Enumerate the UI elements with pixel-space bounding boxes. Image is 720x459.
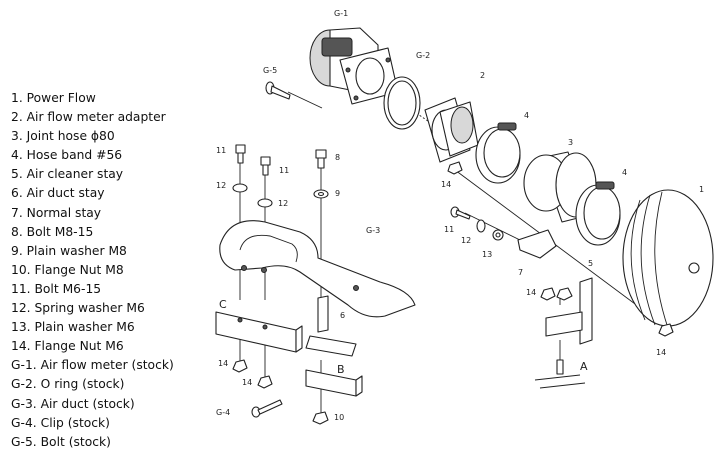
callout-11c: 11 — [444, 225, 454, 234]
callout-g5: G-5 — [263, 66, 277, 75]
spring-washer-right — [476, 219, 486, 233]
callout-8: 8 — [335, 153, 340, 162]
callout-14b: 14 — [526, 288, 536, 297]
callout-12a: 12 — [216, 181, 226, 190]
reference-b: B — [337, 363, 345, 376]
legend-item-air-duct-stock: G-3. Air duct (stock) — [11, 396, 135, 411]
callout-labels: G-1 G-2 G-3 G-4 G-5 1 2 3 4 4 5 6 7 8 9 … — [216, 9, 704, 422]
flange-nut-m8-part — [312, 411, 329, 425]
legend-item-spring-washer-m6: 12. Spring washer M6 — [11, 301, 145, 316]
legend-item-air-cleaner-stay: 5. Air cleaner stay — [11, 167, 124, 182]
callout-11a: 11 — [216, 146, 226, 155]
legend-item-bolt-stock: G-5. Bolt (stock) — [11, 434, 111, 449]
reference-a: A — [580, 360, 588, 373]
clip-part — [251, 399, 283, 418]
legend-item-air-flow-meter-adapter: 2. Air flow meter adapter — [11, 110, 166, 125]
legend-item-air-duct-stay: 6. Air duct stay — [11, 186, 105, 201]
flange-nut-bottom-left — [232, 359, 248, 373]
callout-5: 5 — [588, 259, 593, 268]
flange-nut-left-stay — [540, 287, 556, 301]
callout-g1: G-1 — [334, 9, 348, 18]
legend-item-clip-stock: G-4. Clip (stock) — [11, 415, 110, 430]
flange-nut-top — [447, 161, 463, 175]
legend-item-bolt-m6: 11. Bolt M6-15 — [11, 281, 102, 296]
bolt-at-a — [534, 359, 586, 389]
stock-bolt-part — [265, 81, 291, 100]
o-ring-part — [383, 76, 421, 130]
air-flow-meter-part — [309, 27, 399, 105]
normal-stay-part — [517, 229, 557, 259]
flange-nut-bottom-mid — [257, 375, 273, 389]
spring-washer-left — [232, 183, 248, 193]
hose-band-part-2 — [575, 181, 621, 246]
callout-4a: 4 — [524, 111, 529, 120]
callout-3: 3 — [568, 138, 573, 147]
legend-item-flange-nut-m8: 10. Flange Nut M8 — [11, 262, 124, 277]
callout-g3: G-3 — [366, 226, 380, 235]
callout-g2: G-2 — [416, 51, 430, 60]
flange-nut-air-cleaner-stay — [556, 287, 573, 301]
plain-washer-right — [492, 229, 504, 241]
bracket-b — [305, 369, 363, 397]
legend-item-joint-hose: 3. Joint hose ϕ80 — [11, 129, 115, 144]
callout-2: 2 — [480, 71, 485, 80]
legend-item-o-ring-stock: G-2. O ring (stock) — [11, 377, 125, 392]
legend-item-power-flow: 1. Power Flow — [11, 91, 96, 105]
legend-item-hose-band: 4. Hose band #56 — [11, 148, 123, 163]
air-duct-part — [219, 220, 416, 318]
parts-legend: 1. Power Flow 2. Air flow meter adapter … — [11, 89, 174, 452]
callout-1: 1 — [699, 185, 704, 194]
hose-band-part — [475, 122, 521, 184]
power-flow-filter-part — [622, 189, 714, 329]
bracket-c — [215, 311, 303, 353]
air-duct-stay-part — [305, 295, 357, 357]
legend-item-normal-stay: 7. Normal stay — [11, 205, 102, 220]
air-cleaner-stay-part — [545, 277, 593, 345]
callout-11b: 11 — [279, 166, 289, 175]
legend-item-plain-washer-m6: 13. Plain washer M6 — [11, 320, 135, 335]
callout-9: 9 — [335, 189, 340, 198]
callout-12c: 12 — [461, 236, 471, 245]
callout-13: 13 — [482, 250, 492, 259]
plain-washer-m8-part — [313, 189, 329, 199]
legend-item-plain-washer-m8: 9. Plain washer M8 — [11, 243, 127, 258]
callout-g4: G-4 — [216, 408, 230, 417]
callout-14e: 14 — [242, 378, 252, 387]
legend-item-bolt-m8: 8. Bolt M8-15 — [11, 224, 94, 239]
callout-7: 7 — [518, 268, 523, 277]
air-flow-meter-adapter-part — [424, 97, 479, 163]
bolt-m6-part-right — [450, 206, 471, 220]
callout-6: 6 — [340, 311, 345, 320]
reference-c: C — [219, 298, 227, 311]
callout-12b: 12 — [278, 199, 288, 208]
flange-nut-filter — [658, 323, 674, 337]
callout-4b: 4 — [622, 168, 627, 177]
callout-10: 10 — [334, 413, 344, 422]
legend-item-flange-nut-m6: 14. Flange Nut M6 — [11, 339, 124, 354]
bolt-m8-part — [315, 149, 327, 169]
bolt-m6-part-left — [235, 144, 246, 164]
callout-14c: 14 — [656, 348, 666, 357]
callout-14a: 14 — [441, 180, 451, 189]
callout-14d: 14 — [218, 359, 228, 368]
legend-item-air-flow-meter-stock: G-1. Air flow meter (stock) — [11, 358, 174, 373]
bolt-m6-part-left-2 — [260, 156, 271, 176]
spring-washer-left-2 — [257, 198, 273, 208]
